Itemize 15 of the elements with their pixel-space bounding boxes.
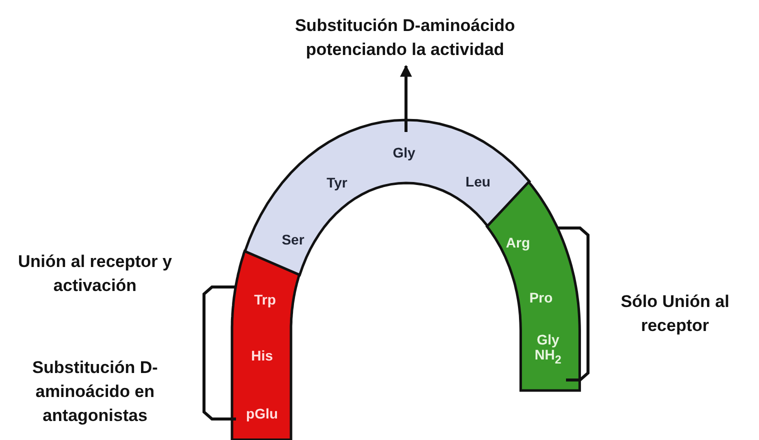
amino-acid-label: Gly (392, 145, 416, 160)
amino-acid-label: Arg (506, 235, 530, 250)
amino-acid-label: Tyr (326, 175, 348, 190)
annotation-text: Unión al receptor y activación (17, 251, 173, 297)
amino-acid-label: His (251, 348, 273, 364)
amino-acid-label: Pro (529, 290, 553, 306)
amino-acid-label: Ser (282, 232, 304, 248)
annotation-text: Substitución D-aminoácido en antagonistas (31, 357, 159, 427)
annotation-text: Substitución D-aminoácido potenciando la actividad (250, 14, 560, 62)
amino-acid-label: Leu (466, 174, 490, 190)
amino-acid-label: pGlu (246, 406, 278, 422)
amino-acid-label: Trp (254, 292, 276, 308)
annotation-text: Sólo Unión al receptor (620, 291, 730, 337)
arrow (400, 64, 412, 132)
amino-acid-label: Gly NH$_{2}$ (534, 332, 562, 368)
